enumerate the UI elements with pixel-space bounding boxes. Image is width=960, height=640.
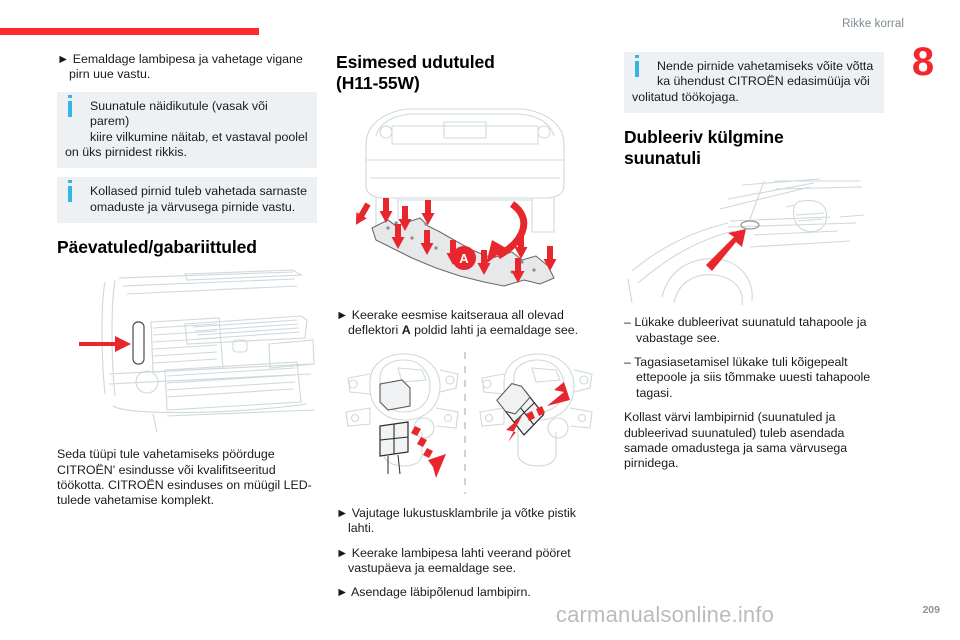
fog-lamp-connector-right — [496, 382, 545, 436]
right-step-1: – Lükake dubleerivat suunatuld tahapoole… — [624, 315, 867, 345]
pointer-arrow-red — [706, 229, 746, 272]
section-title-side-repeater: Dubleeriv külgmine suunatuli — [624, 127, 884, 169]
release-arrow-left — [411, 425, 446, 478]
info-icon — [635, 55, 639, 77]
info-line-2: kiire vilkumine näitab, et vastaval pool… — [90, 129, 308, 144]
mid-step-4: ► Asendage läbipõlenud lambipirn. — [336, 585, 531, 600]
svg-text:A: A — [459, 251, 469, 266]
figure-front-bumper-drl — [57, 264, 317, 439]
side-repeater-title-line-2: suunatuli — [624, 148, 701, 169]
column-left: ► Eemaldage lambipesa ja vahetage vigane… — [57, 52, 317, 518]
mid-step-3: ► Keerake lambipesa lahti veerand pööret… — [336, 545, 571, 576]
figure-fog-lamp-bulb — [336, 348, 596, 498]
pointer-arrow-red — [79, 336, 131, 353]
info-line-2: ka ühendust CITROËN edasimüüja või — [657, 74, 870, 89]
info-box-yellow-bulbs: Kollased pirnid tuleb vahetada sarnaste … — [57, 177, 317, 224]
info-box-dealer: Nende pirnide vahetamiseks võite võtta k… — [624, 52, 884, 114]
info-line-1: Kollased pirnid tuleb vahetada sarnaste — [90, 184, 307, 199]
right-body-text: Kollast värvi lambipirnid (suunatuled ja… — [624, 410, 848, 471]
fog-title-line-1: Esimesed udutuled — [336, 52, 495, 72]
info-line-1: Nende pirnide vahetamiseks võite võtta — [657, 59, 874, 73]
info-line-3: volitatud töökojaga. — [632, 89, 739, 104]
running-title: Rikke korral — [842, 18, 904, 30]
right-step-2: – Tagasiasetamisel lükake tuli kõigepeal… — [624, 355, 871, 400]
column-mid: Esimesed udutuled (H11-55W) — [336, 52, 596, 610]
site-watermark: carmanualsonline.info — [555, 602, 775, 627]
info-line-2: omaduste ja värvusega pirnide vastu. — [90, 199, 296, 214]
figure-deflector-removal: A — [336, 100, 596, 300]
mid-step-1-label: A — [401, 323, 411, 338]
header-red-rule — [0, 28, 259, 35]
section-title-drl: Päevatuled/gabariittuled — [57, 237, 257, 258]
page-number: 209 — [922, 604, 940, 616]
curved-arrow-red — [486, 201, 528, 264]
left-body-text: Seda tüüpi tule vahetamiseks pöörduge CI… — [57, 447, 312, 508]
mid-step-2: ► Vajutage lukustusklambrile ja võtke pi… — [336, 505, 576, 536]
section-title-fog-lamps: Esimesed udutuled (H11-55W) — [336, 52, 596, 94]
mid-step-1-pre: ► Keerake eesmise kaitseraua all olevad … — [336, 308, 564, 338]
fog-lamp-connector-left — [379, 379, 411, 474]
side-repeater-title-line-1: Dubleeriv külgmine — [624, 127, 784, 148]
column-right: Nende pirnide vahetamiseks võite võtta k… — [624, 52, 884, 481]
mid-step-1: ► Keerake eesmise kaitseraua all olevad … — [336, 308, 596, 339]
left-step-1: ► Eemaldage lambipesa ja vahetage vigane… — [57, 52, 303, 82]
info-box-turn-signal: Suunatule näidikutule (vasak või parem) … — [57, 91, 317, 169]
deflector-label-A: A — [452, 246, 476, 270]
chapter-number: 8 — [911, 40, 935, 84]
info-icon — [68, 94, 72, 117]
info-line-3: on üks pirnidest rikkis. — [65, 145, 187, 160]
figure-side-repeater — [624, 175, 884, 307]
info-icon — [68, 180, 72, 203]
rotate-arrow-right — [506, 381, 570, 442]
bolt-arrows — [356, 198, 557, 283]
mid-step-1-post: poldid lahti ja eemaldage see. — [410, 323, 579, 338]
fog-title-line-2: (H11-55W) — [336, 73, 420, 93]
info-line-1: Suunatule näidikutule (vasak või parem) — [90, 98, 268, 129]
fog-lamp-left — [345, 353, 459, 467]
